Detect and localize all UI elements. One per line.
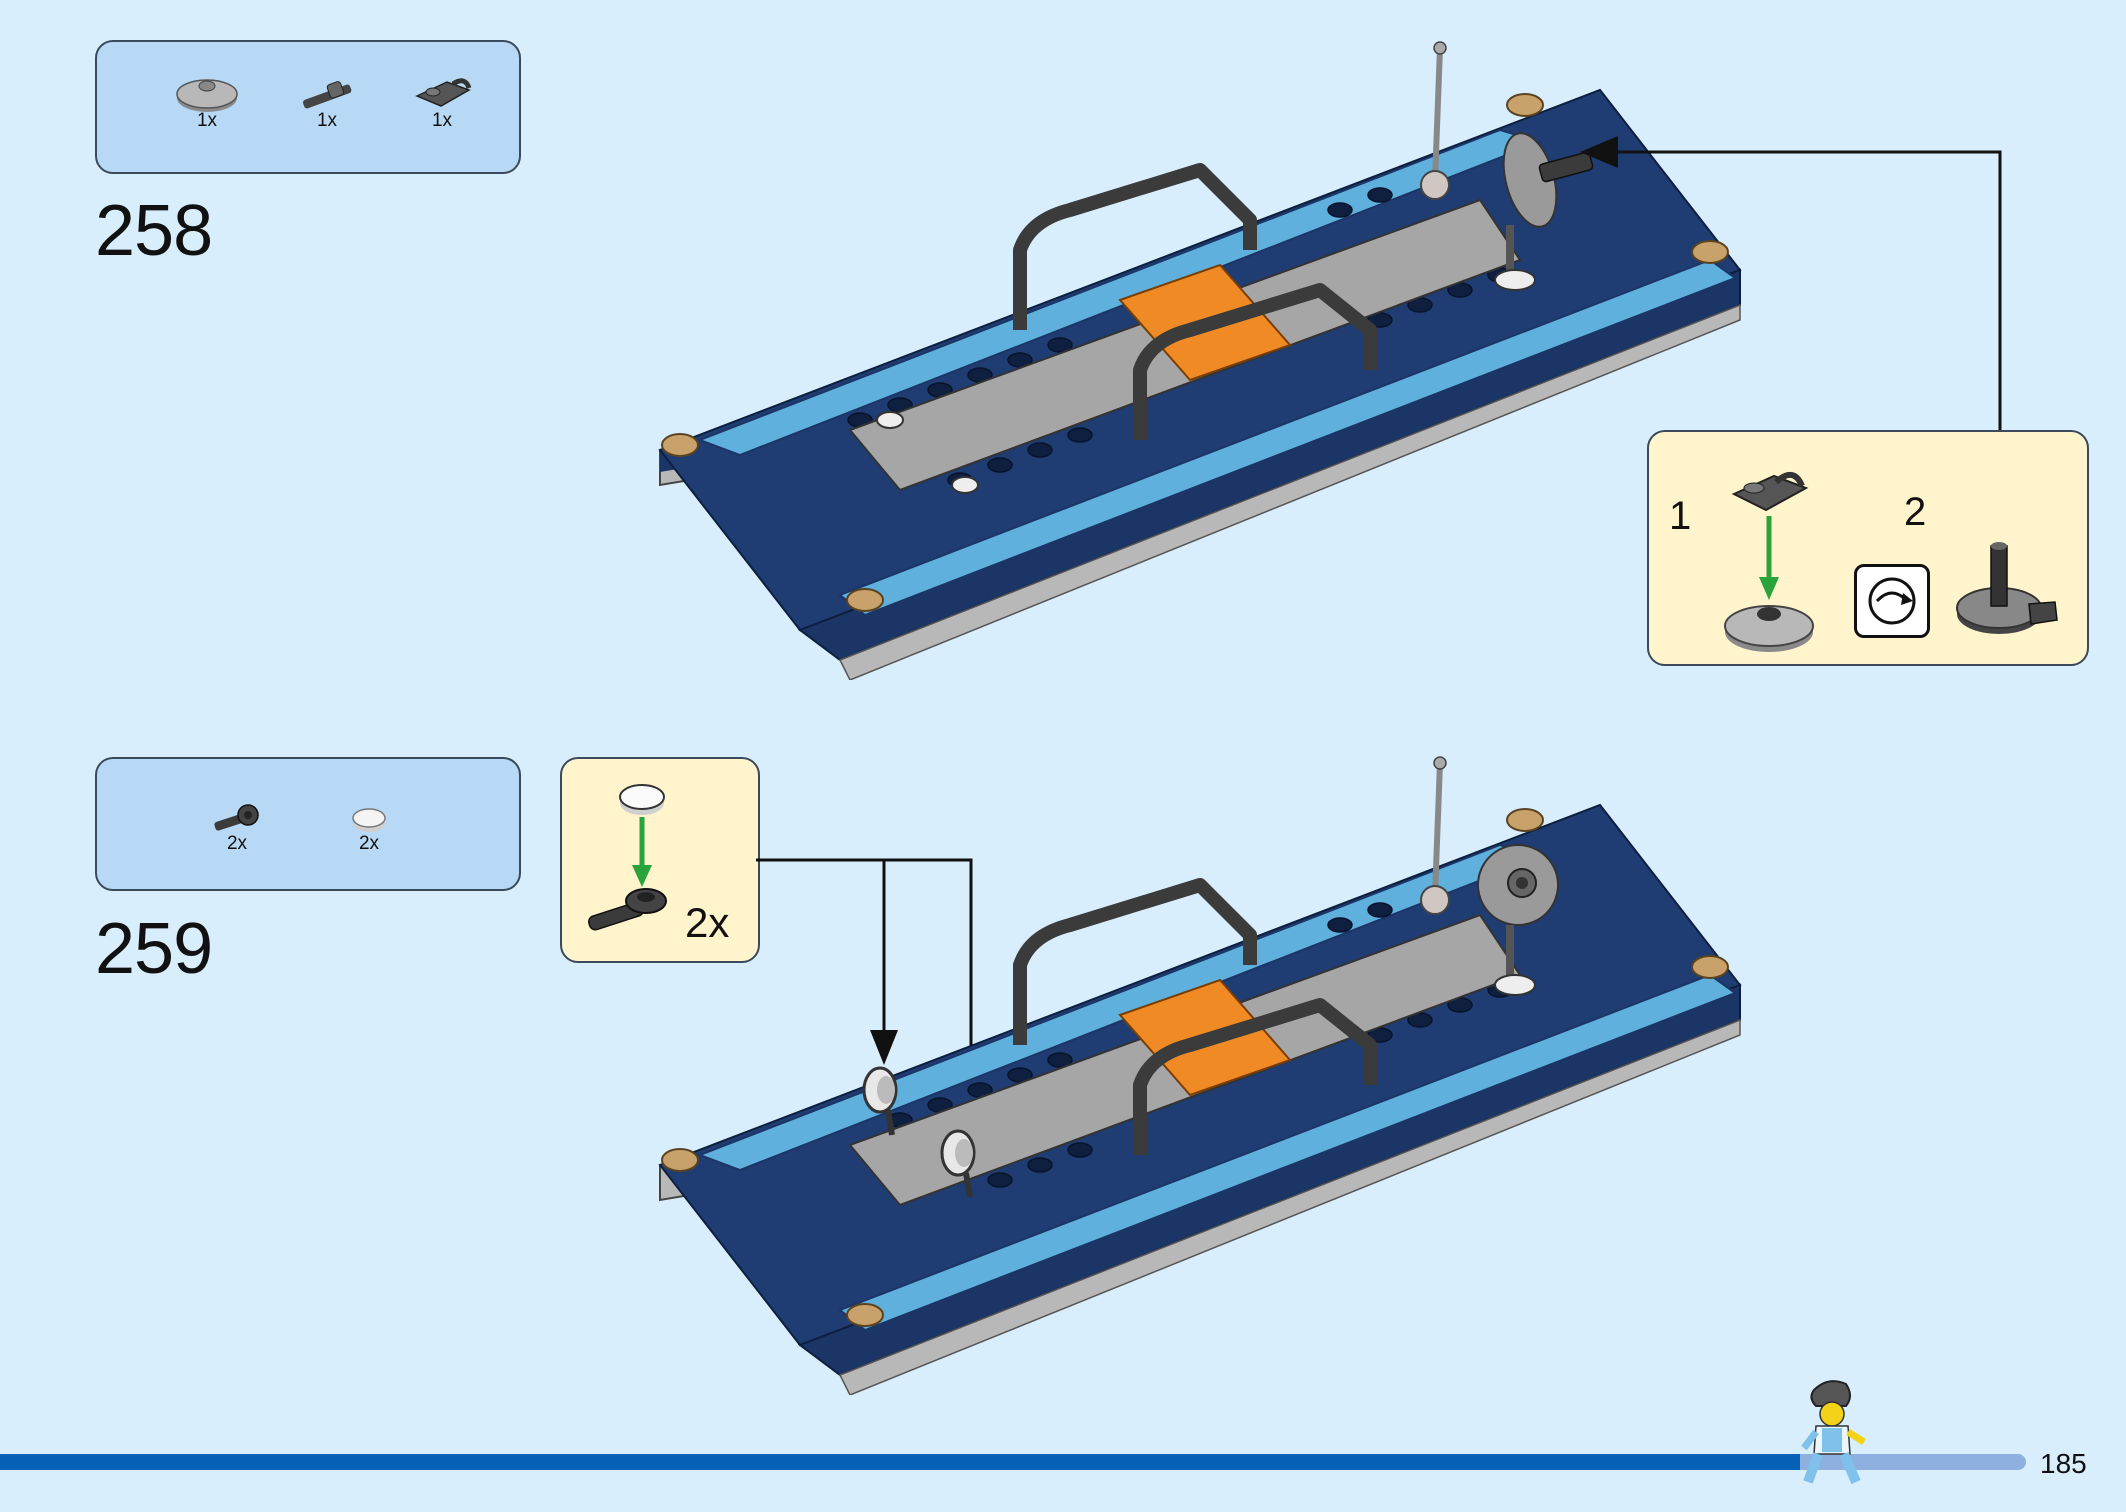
part-qty: 2x [226, 833, 248, 854]
substep-2-illustration [1956, 542, 2058, 634]
substep-illustration [588, 784, 667, 931]
quantity-multiplier: 2x [685, 899, 730, 946]
rotate-icon [1854, 564, 1930, 638]
model-assembly-259 [658, 756, 1742, 1395]
step-number: 258 [95, 191, 213, 271]
parts-list-259: 2x 2x [95, 757, 521, 891]
page-number: 185 [2040, 1448, 2087, 1479]
progress-bar-remaining [1800, 1454, 2026, 1470]
part-item: 2x [177, 799, 297, 855]
part-item: 1x [382, 70, 502, 132]
part-item: 2x [309, 799, 429, 855]
plate-with-clip-icon [415, 78, 472, 107]
progress-bar [0, 1454, 1800, 1470]
clip-bar-icon [214, 804, 259, 831]
step-number: 259 [95, 909, 213, 989]
part-item: 1x [267, 72, 387, 132]
minifigure-icon [1801, 1380, 1866, 1484]
part-qty: 1x [431, 110, 453, 131]
connector-arrow-258 [1580, 136, 2002, 430]
part-item: 1x [147, 70, 267, 132]
substep-callout-259: 2x [560, 757, 760, 963]
part-qty: 1x [196, 110, 218, 131]
bar-holder-icon [302, 81, 352, 109]
model-assembly-258 [658, 41, 1742, 680]
parts-list-258: 1x 1x 1x [95, 40, 521, 174]
substep-number: 2 [1904, 490, 1927, 534]
round-tile-transparent-icon [352, 808, 386, 832]
part-qty: 1x [316, 110, 338, 131]
part-qty: 2x [358, 833, 380, 854]
substep-callout-258: 1 2 [1647, 430, 2089, 666]
substep-number: 1 [1669, 494, 1692, 538]
substep-1-illustration [1724, 472, 1814, 652]
round-plate-icon [176, 79, 238, 112]
